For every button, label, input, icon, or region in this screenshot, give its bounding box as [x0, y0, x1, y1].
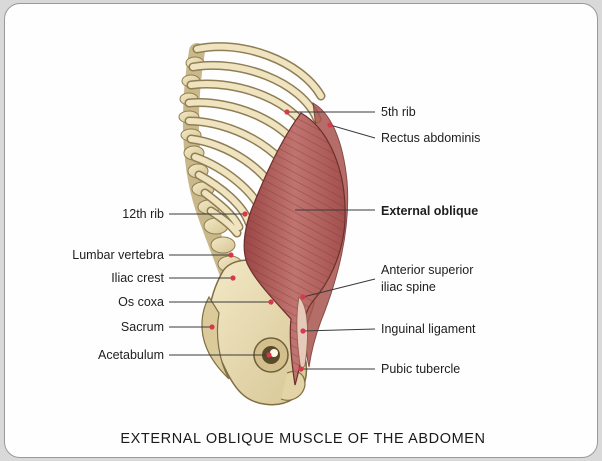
label-pubic-tubercle: Pubic tubercle [381, 362, 460, 376]
pin-asis [300, 294, 305, 299]
label-asis-line2: iliac spine [381, 280, 436, 294]
label-rectus-abdominis: Rectus abdominis [381, 131, 480, 145]
pin-inguinal-ligament [300, 328, 305, 333]
figure-card: 5th rib Rectus abdominis External obliqu… [4, 3, 598, 458]
label-external-oblique: External oblique [381, 204, 478, 218]
pin-rectus-abdominis [327, 122, 332, 127]
pin-pubic-tubercle [298, 366, 303, 371]
label-12th-rib: 12th rib [122, 207, 164, 221]
label-iliac-crest: Iliac crest [111, 271, 164, 285]
figure-caption: EXTERNAL OBLIQUE MUSCLE OF THE ABDOMEN [120, 431, 485, 447]
pin-12th-rib [242, 211, 247, 216]
label-asis-line1: Anterior superior [381, 263, 473, 277]
label-os-coxa: Os coxa [118, 295, 164, 309]
label-sacrum: Sacrum [121, 320, 164, 334]
label-5th-rib: 5th rib [381, 105, 416, 119]
pin-sacrum [209, 324, 214, 329]
label-acetabulum: Acetabulum [98, 348, 164, 362]
pin-iliac-crest [230, 275, 235, 280]
pin-5th-rib [284, 109, 289, 114]
pin-lumbar-vertebra [228, 252, 233, 257]
pin-os-coxa [268, 299, 273, 304]
anatomy-illustration: 5th rib Rectus abdominis External obliqu… [5, 4, 597, 457]
pin-acetabulum [266, 352, 271, 357]
label-lumbar-vertebra: Lumbar vertebra [72, 248, 164, 262]
label-inguinal-ligament: Inguinal ligament [381, 322, 476, 336]
